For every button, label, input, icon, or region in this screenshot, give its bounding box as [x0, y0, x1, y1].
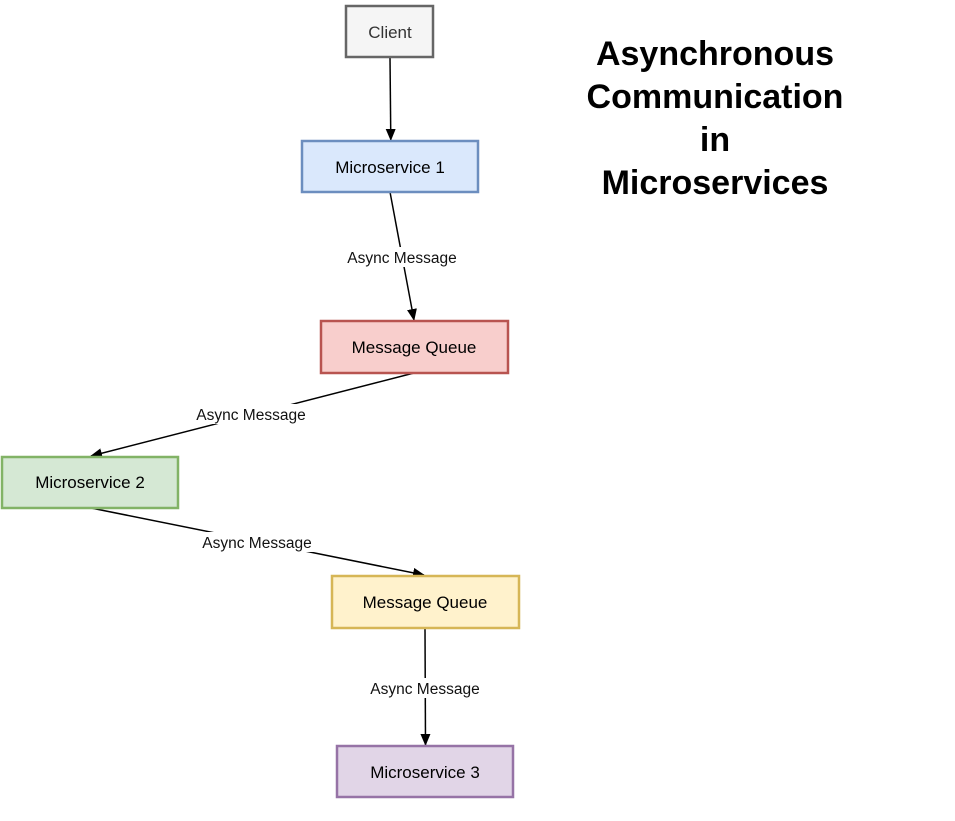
diagram-title-line: Communication: [586, 78, 844, 116]
diagram-title-line: in: [699, 121, 731, 159]
node-microservice-2-box: [0, 455, 180, 510]
node-client-label: Client: [368, 23, 412, 42]
node-microservice-2: Microservice 2: [0, 455, 180, 510]
node-message-queue-1-box: [319, 319, 510, 375]
node-microservice-2-label: Microservice 2: [35, 473, 145, 492]
node-message-queue-1-label: Message Queue: [352, 338, 477, 357]
node-microservice-1-label: Microservice 1: [335, 158, 445, 177]
edge-label-ms1-mq1: Async Message: [347, 250, 456, 267]
diagram-title-line: Microservices: [601, 164, 829, 202]
diagram-title: Asynchronous Communication in Microservi…: [555, 33, 875, 205]
edges: Async Message Async Message Async Messag…: [90, 56, 485, 746]
diagram-title-line: Asynchronous: [595, 35, 835, 73]
node-message-queue-1: Message Queue: [319, 319, 510, 375]
node-message-queue-2: Message Queue: [330, 574, 521, 630]
node-client-box: [344, 4, 435, 59]
node-microservice-3-label: Microservice 3: [370, 763, 480, 782]
node-microservice-1-box: [300, 139, 480, 194]
edge-label-mq1-ms2: Async Message: [196, 407, 305, 424]
edge-label-ms2-mq2: Async Message: [202, 535, 311, 552]
node-microservice-3-box: [335, 744, 515, 799]
node-microservice-1: Microservice 1: [300, 139, 480, 194]
edge-label-mq2-ms3: Async Message: [370, 681, 479, 698]
node-message-queue-2-label: Message Queue: [363, 593, 488, 612]
node-message-queue-2-box: [330, 574, 521, 630]
edge-client-to-microservice-1: [385, 56, 396, 141]
node-microservice-3: Microservice 3: [335, 744, 515, 799]
node-client: Client: [344, 4, 435, 59]
